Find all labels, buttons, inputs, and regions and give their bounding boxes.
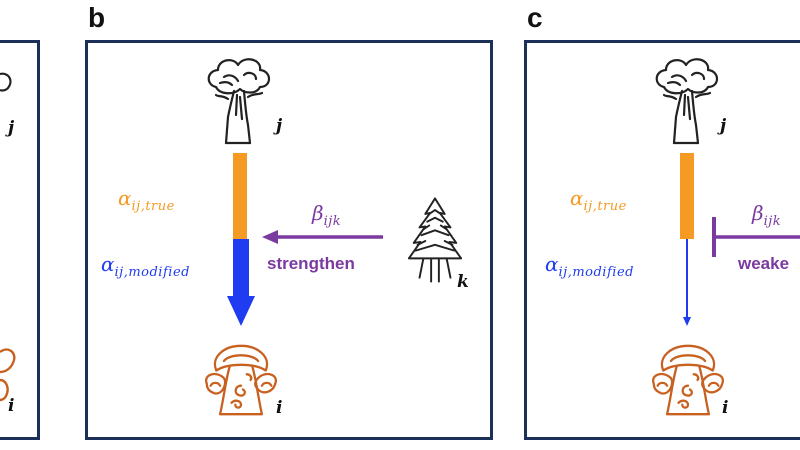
panel-a-tree-j-icon bbox=[0, 72, 12, 92]
panel-b-letter: b bbox=[88, 2, 106, 33]
panel-b-tree-j-icon bbox=[207, 58, 271, 145]
panel-c-frame bbox=[524, 40, 800, 440]
panel-c-tree-j-icon bbox=[655, 58, 719, 145]
panel-a-node-j-label: j bbox=[8, 118, 15, 138]
panel-b-frame bbox=[85, 40, 493, 440]
panel-c-beta-label: βijk bbox=[752, 201, 782, 229]
panel-b-mushroom-i-icon bbox=[204, 344, 278, 416]
panel-b-node-k-label: k bbox=[457, 272, 469, 292]
panel-c-alpha-modified-arrowhead bbox=[683, 317, 691, 326]
panel-b-pine-tree-k-icon bbox=[407, 197, 463, 283]
panel-c-effect-label: weake bbox=[738, 254, 790, 273]
panel-b-node-j-label: j bbox=[276, 116, 283, 136]
panel-c-alpha-true-label: αij,true bbox=[570, 186, 627, 214]
panel-b-node-i-label: i bbox=[276, 398, 283, 418]
panel-c-letter: c bbox=[527, 2, 543, 33]
panel-b-beta-label: βijk bbox=[312, 201, 342, 229]
panel-c-mushroom-i-icon bbox=[651, 344, 725, 416]
panel-c-node-j-label: j bbox=[720, 116, 727, 136]
panel-a-node-i-label: i bbox=[8, 396, 15, 416]
panel-b-alpha-modified-bar bbox=[233, 239, 249, 297]
panel-c-alpha-modified-label: αij,modified bbox=[545, 252, 634, 280]
panel-b-effect-label: strengthen bbox=[267, 254, 355, 273]
panel-b-alpha-modified-arrowhead bbox=[227, 296, 255, 326]
panel-a-frame bbox=[0, 40, 40, 440]
panel-a-mushroom-i-icon bbox=[0, 348, 16, 402]
panel-b-alpha-true-bar bbox=[233, 153, 247, 239]
panel-b-alpha-modified-label: αij,modified bbox=[101, 252, 190, 280]
panel-c-alpha-true-bar bbox=[680, 153, 694, 239]
panel-c-node-i-label: i bbox=[722, 398, 729, 418]
panel-b-alpha-true-label: αij,true bbox=[118, 186, 175, 214]
panel-b-beta-arrowhead bbox=[262, 230, 278, 244]
